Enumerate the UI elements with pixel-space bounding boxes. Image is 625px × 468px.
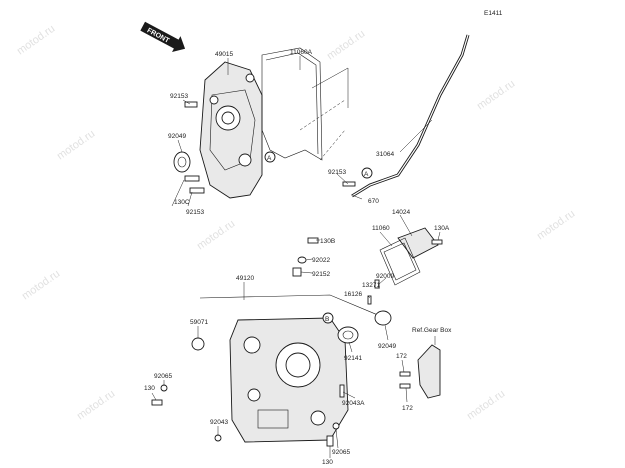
gear-box-bracket-part [417,344,441,399]
part-label-11060a: 11060A [290,49,313,56]
bolt-part [151,384,340,447]
breather-pipe-part [351,34,470,198]
part-label-92065: 92065 [154,373,172,380]
leader-lines [151,56,441,458]
ref-gear-box-note: Ref.Gear Box [412,327,452,334]
diagram-code: E1411 [484,10,503,17]
part-label-92043: 92043 [210,419,228,426]
part-label-92049: 92049 [168,133,186,140]
watermark-text: motod.ru [465,388,507,423]
stud-part [399,371,411,389]
bushing-part [191,337,205,351]
watermark-text: motod.ru [55,128,97,163]
inspection-cover-part [379,227,439,286]
part-label-92153: 92153 [328,169,346,176]
callout-circle [264,151,276,163]
part-label-92141: 92141 [344,355,362,362]
part-label-49015: 49015 [215,51,233,58]
part-label-49120: 49120 [236,275,254,282]
part-label-92065: 92065 [332,449,350,456]
part-label-670: 670 [368,198,379,205]
part-label-172: 172 [402,405,413,412]
part-label-92152: 92152 [312,271,330,278]
part-label-130b: 130B [320,238,335,245]
watermark-text: motod.ru [475,78,517,113]
part-label-130a: 130A [434,225,450,232]
part-label-59071: 59071 [190,319,208,326]
gear-case-cover-part [199,61,263,199]
watermark-text: motod.ru [195,218,237,253]
watermark-text: motod.ru [20,268,62,303]
bolt-part [184,101,205,194]
front-arrow-icon: FRONT [140,21,186,52]
part-label-16126: 16126 [344,291,362,298]
part-label-31064: 31064 [376,151,394,158]
part-label-92049: 92049 [378,343,396,350]
part-label-13271: 13271 [362,282,380,289]
part-label-92153: 92153 [170,93,188,100]
part-label-92043a: 92043A [342,400,365,407]
watermark-text: motod.ru [75,388,117,423]
oil-seal-part [173,151,191,173]
part-label-130: 130 [144,385,155,392]
pin-part [339,384,345,398]
part-label-92009: 92009 [376,273,394,280]
part-label-130: 130 [322,459,333,466]
watermark-text: motod.ru [325,28,367,63]
part-label-172: 172 [396,353,407,360]
part-label-14024: 14024 [392,209,410,216]
part-label-130c: 130C [174,199,190,206]
bolt-part [431,239,443,245]
bolt-part [342,181,356,187]
bearing-part [337,326,359,344]
watermark-text: motod.ru [535,208,577,243]
part-label-92153: 92153 [186,209,204,216]
part-labels: 49015 11060A 92153 92049 130C 92153 3106… [144,49,452,466]
small-hardware [292,237,380,305]
callout-a-label: A [267,155,272,162]
oil-seal-part [374,310,392,326]
crankcase-part [199,294,386,443]
gasket-part [261,47,323,161]
callout-a-label: A [364,171,369,178]
callout-circle [322,312,334,324]
part-label-92022: 92022 [312,257,330,264]
part-label-11060: 11060 [372,225,390,232]
watermark-text: motod.ru [15,23,57,58]
callout-b-label: B [325,316,329,323]
guide-lines [299,67,349,161]
callout-circle [361,167,373,179]
